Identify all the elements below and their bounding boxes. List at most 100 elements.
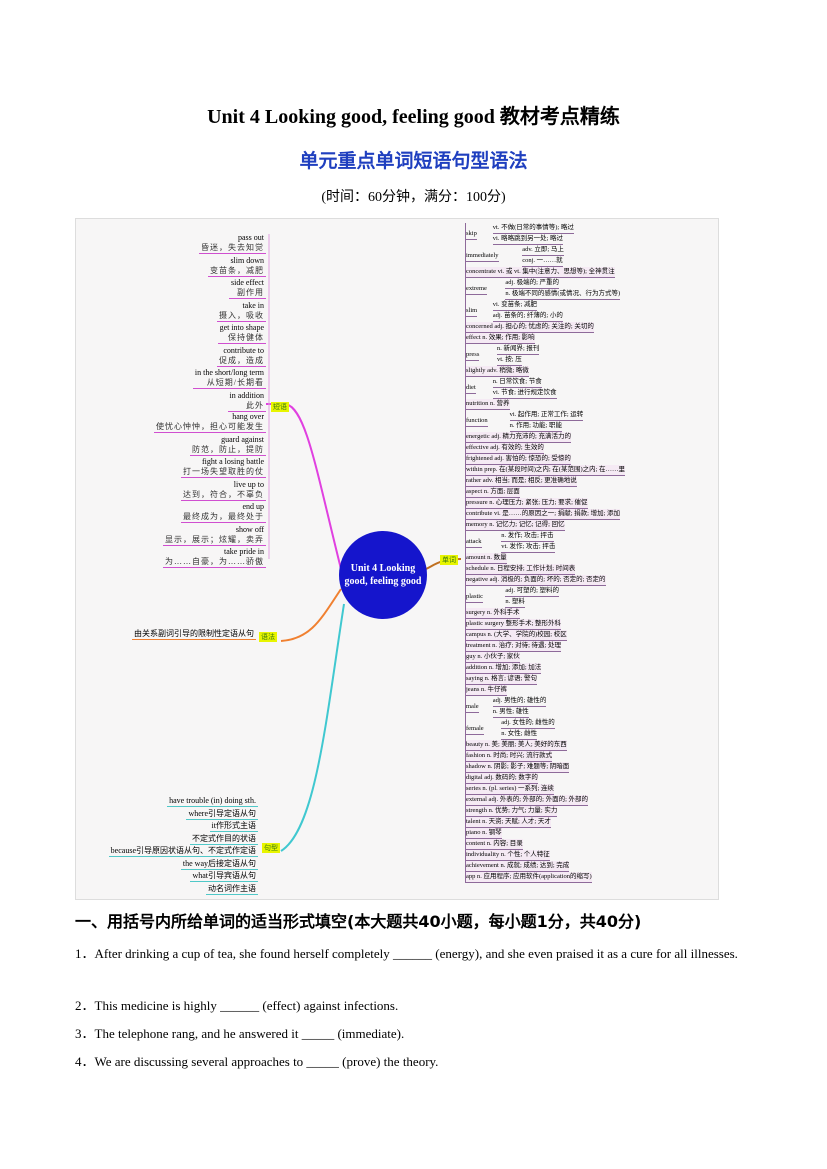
word-definition: adv. 立即; 马上 — [522, 245, 564, 256]
phrase-cn: 从短期/长期看 — [206, 378, 264, 387]
label-phrases: 短语 — [271, 402, 289, 412]
word-definition: vt. 发作; 攻击; 抨击 — [501, 542, 556, 553]
phrase-en: side effect — [231, 278, 264, 287]
word-item: jeans n. 牛仔裤 — [466, 685, 507, 696]
document-title: Unit 4 Looking good, feeling good 教材考点精练 — [207, 106, 620, 128]
word-item: effective adj. 有效的; 生效的 — [466, 443, 544, 454]
phrase-cn: 此外 — [246, 400, 264, 410]
word-definition: adj. 女性的; 雌性的 — [501, 718, 555, 729]
phrase-en: fight a losing battle — [202, 457, 264, 466]
word-definition: n. 新闻界; 报刊 — [497, 344, 540, 355]
phrase-cn: 副作用 — [237, 288, 264, 297]
word-item: content n. 内容; 目录 — [466, 839, 523, 850]
phrase-cn: 昏迷，失去知觉 — [201, 243, 264, 252]
word-item: energetic adj. 精力充沛的; 充满活力的 — [466, 432, 571, 443]
word-definition: n. 极端不同的感情(或情况、行为方式等) — [505, 289, 621, 300]
word-item: slim — [466, 306, 478, 317]
phrase-en: slim down — [230, 255, 264, 265]
word-item: plastic — [466, 592, 483, 603]
phrase-en: guard against — [221, 434, 264, 444]
word-item: strength n. 优势; 力气; 力量; 实力 — [466, 806, 558, 817]
word-item: nutrition n. 营养 — [466, 399, 510, 410]
mind-map-branches — [266, 234, 462, 852]
word-item: slightly adv. 稍微; 略微 — [466, 366, 529, 377]
word-definition: adj. 苗条的; 纤薄的; 小的 — [492, 311, 563, 322]
phrase-cn: 促成，造成 — [219, 355, 264, 365]
word-item: contribute vi. 是……的原因之一; 捐献; 捐款; 增加; 添加 — [466, 509, 621, 520]
word-item: press — [466, 350, 480, 361]
word-item: fashion n. 时尚; 时兴; 流行款式 — [466, 751, 553, 762]
phrase-en: in the short/long term — [194, 368, 264, 377]
word-item: within prep. 在(某段时间)之内; 在(某范围)之内; 在……里 — [466, 465, 626, 476]
word-item: extreme — [466, 284, 487, 295]
label-words: 单词 — [440, 555, 458, 565]
phrase-cn: 显示，展示；炫耀，卖弄 — [165, 534, 264, 544]
word-item: pressure n. 心理压力; 紧张; 压力; 要求; 催促 — [466, 498, 588, 509]
sentence-pattern-item: have trouble (in) doing sth. — [167, 796, 258, 807]
label-sentences: 句型 — [262, 843, 280, 853]
question-item: 3．The telephone rang, and he answered it… — [75, 1026, 405, 1041]
phrase-en: show off — [235, 524, 264, 534]
phrase-cn: 摄入，吸收 — [219, 310, 264, 320]
section-heading: 一、用括号内所给单词的适当形式填空(本大题共40小题，每小题1分，共40分) — [75, 912, 642, 931]
word-item: talent n. 天资; 天赋; 人才; 天才 — [466, 817, 551, 828]
word-item: function — [466, 416, 488, 427]
mind-map: Unit 4 Looking good, feeling good 短语 语法 … — [75, 218, 719, 900]
question-item: 4．We are discussing several approaches t… — [75, 1054, 439, 1069]
word-item: female — [466, 724, 484, 735]
word-item: male — [466, 702, 479, 713]
phrase-en: live up to — [233, 479, 264, 489]
word-item: individuality n. 个性; 个人特征 — [466, 850, 550, 861]
word-item: piano n. 钢琴 — [466, 828, 502, 839]
sentence-pattern-item: it作形式主语 — [209, 821, 258, 832]
word-definition: n. 作用; 功能; 职能 — [509, 421, 562, 432]
word-item: campus n. (大学、学院的)校园; 校区 — [466, 630, 567, 641]
sentence-pattern-item: because引导原因状语从句、不定式作定语 — [108, 846, 258, 857]
phrase-en: pass out — [238, 233, 264, 242]
phrase-cn: 达到，符合，不辜负 — [183, 489, 264, 499]
phrase-cn: 最终成为，最终处于 — [183, 512, 264, 521]
phrase-en: get into shape — [219, 323, 264, 332]
word-definition: vi. 节食; 进行规定饮食 — [492, 388, 557, 399]
question-item: 1．After drinking a cup of tea, she found… — [75, 946, 738, 961]
word-item: shadow n. 阴影; 影子; 难题等; 阴暗面 — [466, 762, 570, 773]
word-item: immediately — [466, 251, 499, 262]
word-definition: adj. 男性的; 雄性的 — [492, 696, 547, 707]
word-item: diet — [466, 383, 476, 394]
word-item: digital adj. 数码的; 数字的 — [466, 773, 538, 784]
word-item: schedule n. 日程安排; 工作计划; 时间表 — [466, 564, 576, 575]
word-definition: n. 塑料 — [505, 597, 525, 608]
question-item: 2．This medicine is highly ______ (effect… — [75, 998, 399, 1013]
word-item: addition n. 增加; 添加; 加法 — [466, 663, 542, 674]
word-definition: adj. 可塑的; 塑料的 — [505, 586, 560, 597]
phrase-cn: 保持健体 — [228, 333, 264, 342]
sentence-pattern-item: what引导宾语从句 — [190, 871, 258, 882]
word-item: series n. (pl. series) 一系列; 连续 — [466, 784, 554, 795]
word-item: beauty n. 美; 美丽; 美人; 美好的东西 — [466, 740, 567, 751]
word-item: attack — [466, 537, 482, 548]
word-definition: vt. 按; 压 — [497, 355, 522, 366]
word-item: treatment n. 治疗; 对待; 待遇; 处理 — [466, 641, 561, 652]
word-item: saying n. 格言; 谚语; 警句 — [466, 674, 537, 685]
time-info: (时间：60分钟，满分：100分) — [321, 190, 506, 205]
word-definition: n. 男性; 雄性 — [492, 707, 529, 718]
word-item: frightened adj. 害怕的; 惊恐的; 受惊的 — [466, 454, 571, 465]
phrase-cn: 防范，防止，提防 — [192, 444, 264, 454]
word-definition: vi. 起作用; 正常工作; 运转 — [509, 410, 584, 421]
word-item: achievement n. 成就; 成绩; 达到; 完成 — [466, 861, 570, 872]
